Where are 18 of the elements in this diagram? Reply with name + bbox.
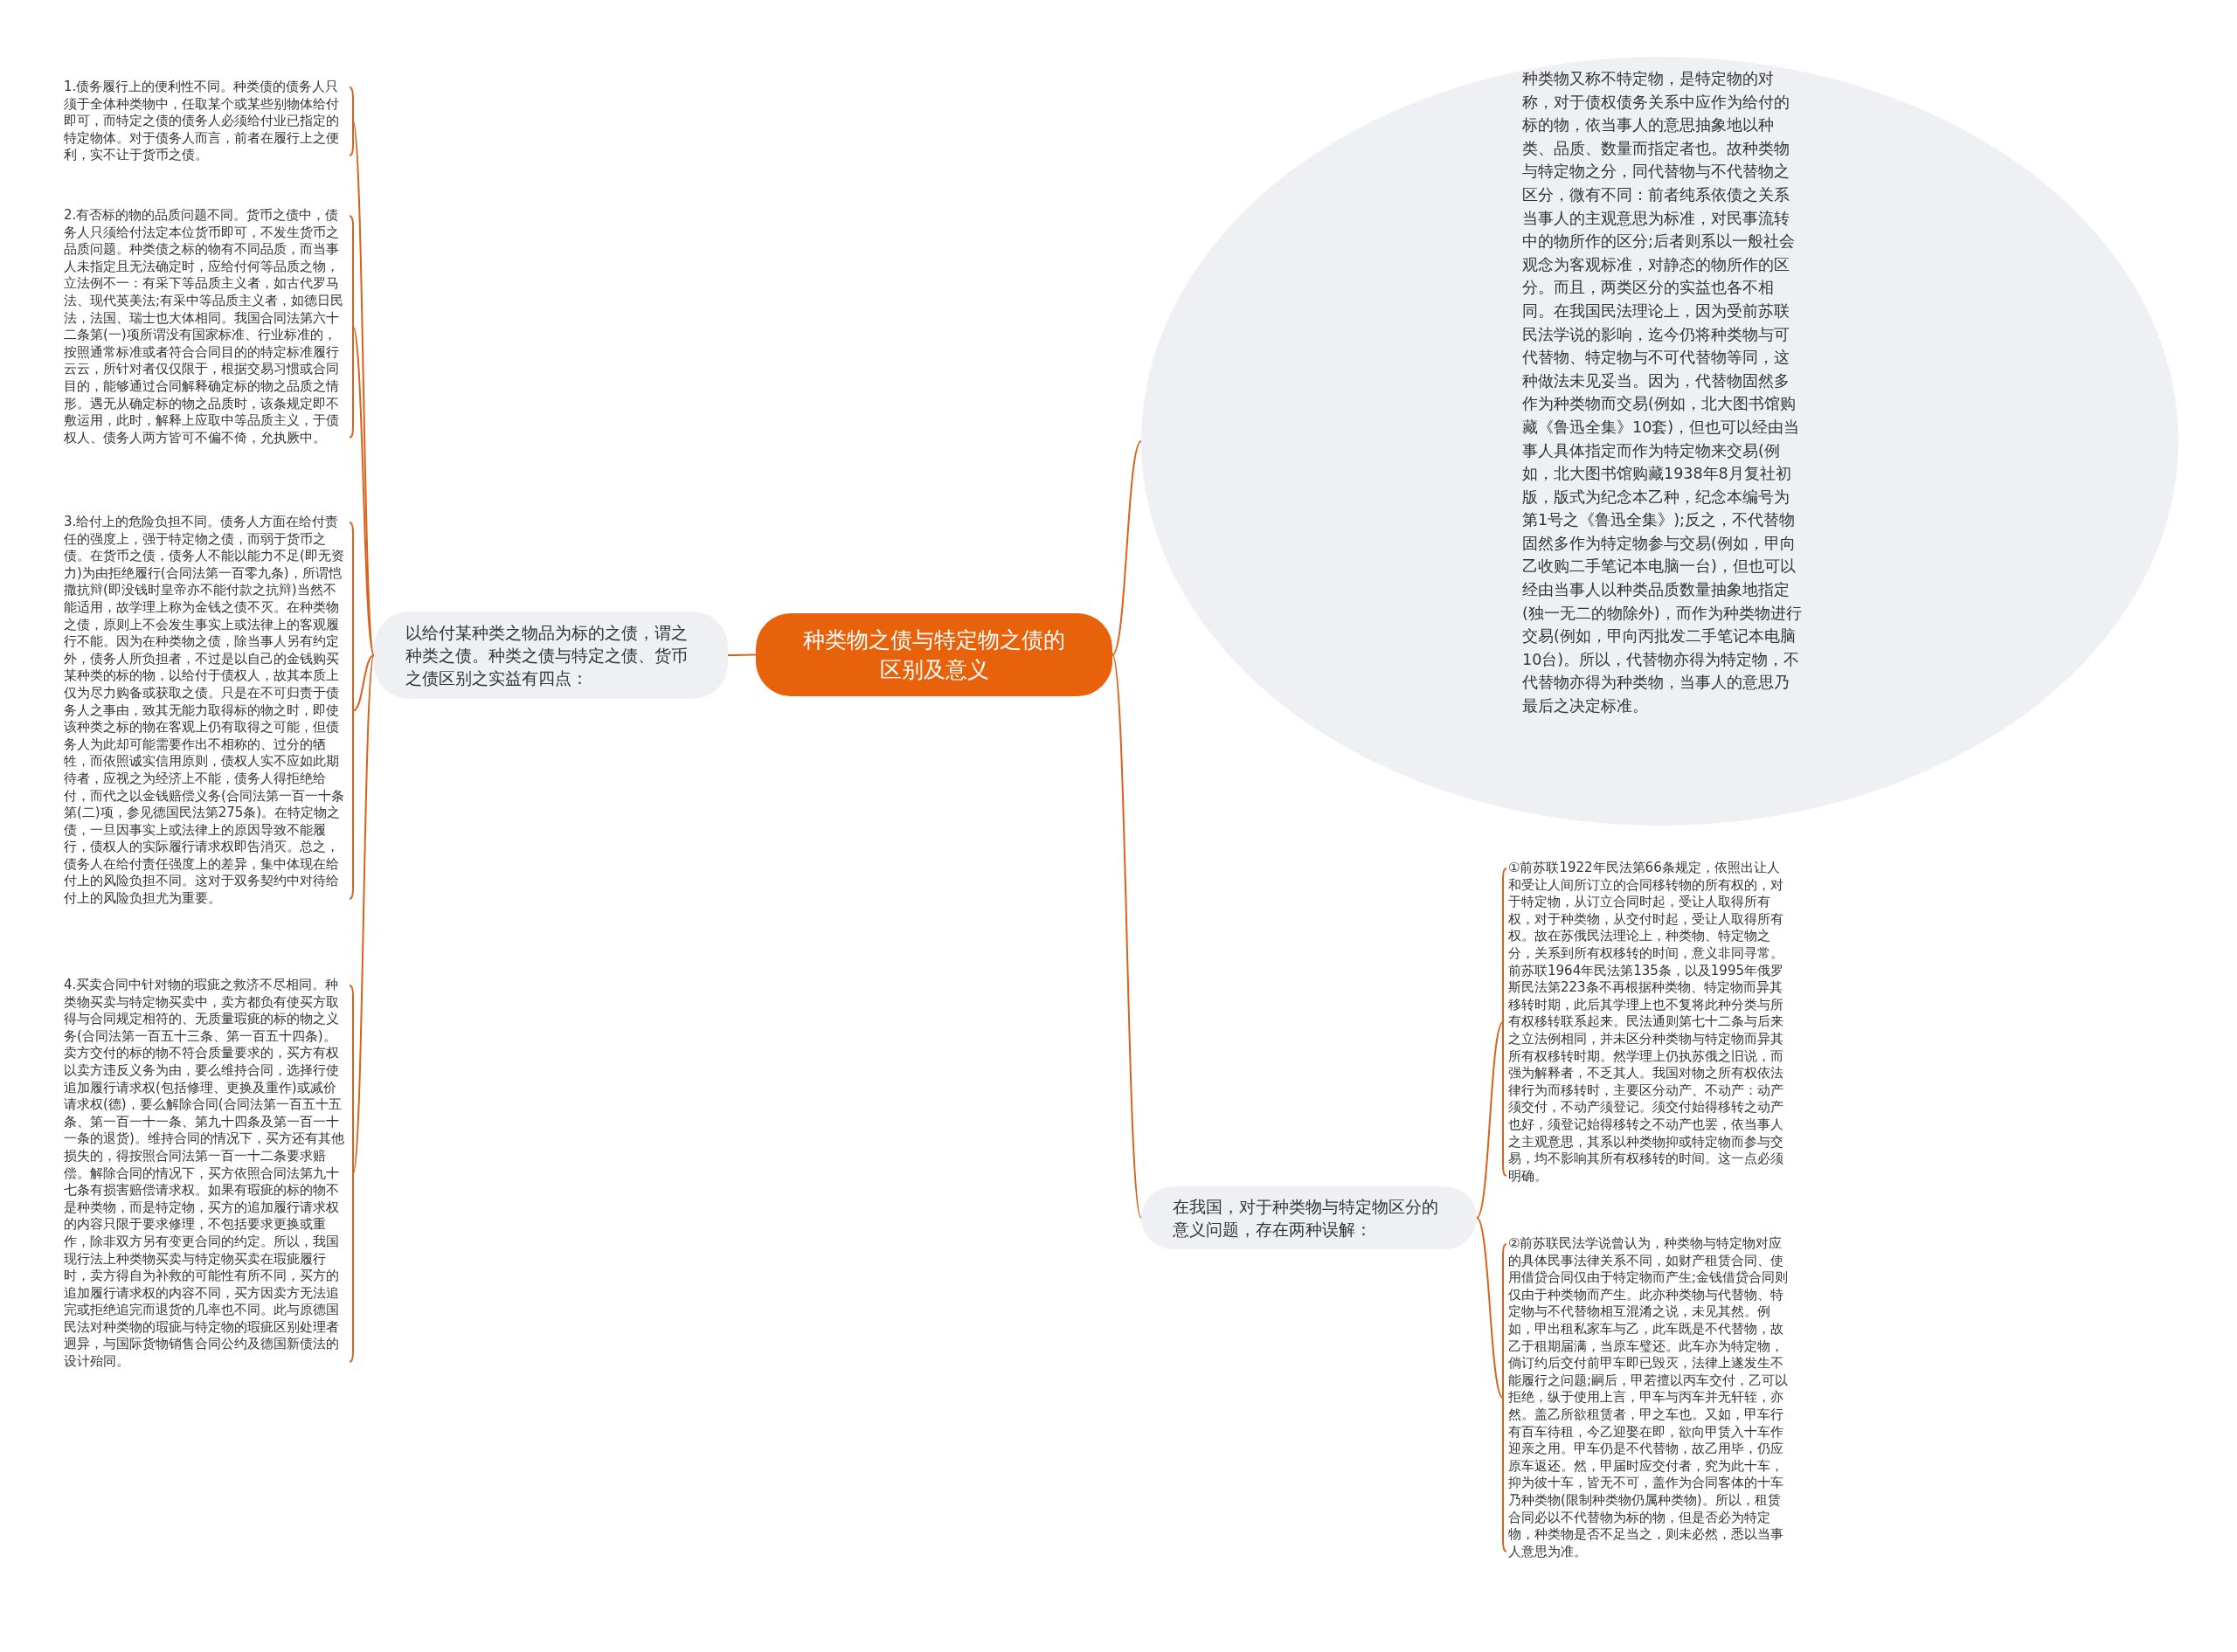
connector-line bbox=[727, 653, 757, 656]
connector-line bbox=[352, 654, 375, 1175]
leaf-text: 4.买卖合同中针对物的瑕疵之救济不尽相同。种类物买卖与特定物买卖中，卖方都负有使买方取得与合同规定相符的、无质量瑕疵的标的物之义务(合同法第一百五十三条、第一百五十四条)。卖方交付的标的物不符合质量要求的，买方有权以卖方违反义务为由，要么维持合同，选择行使追加履行请求权(包括修理、更换及重作)或减价请求权(德)，要么解除合同(合同法第一百五十五条、第一百一十一条、第九十四条及第一百一十一条的退货)。维持合同的情况下，买方还有其他损失的，得按照合同法第一百一十二条要求赔偿。解除合同的情况下，买方依照合同法第九十七条有损害赔偿请求权。如果有瑕疵的标的物不是种类物，而是特定物，买方的追加履行请求权的内容只限于要求修理，不包括要求更换或重作，除非双方另有变更合同的约定。所以，我国现行法上种类物买卖与特定物买卖在瑕疵履行时，卖方得自为补救的可能性有所不同，买方的追加履行请求权的内容不同，买方因卖方无法追完或拒绝追完而退货的几率也不同。此与原德国民法对种类物的瑕疵与特定物的瑕疵区别处理者迥异，与国际货物销售合同公约及德国新债法的设计殆同。 bbox=[64, 977, 348, 1371]
connector-line bbox=[352, 326, 375, 656]
leaf-text: 3.给付上的危险负担不同。债务人方面在给付责任的强度上，强于特定物之债，而弱于货币之债。在货币之债，债务人不能以能力不足(即无资力)为由拒绝履行(合同法第一百零九条)，所谓恺撒抗辩(即没钱时皇帝亦不能付款之抗辩)当然不能适用，故学理上称为金钱之债不灭。在种类物之债，原则上不会发生事实上或法律上的客观履行不能。因为在种类物之债，除当事人另有约定外，债务人所负担者，不过是以自己的金钱购买某种类的标的物，以给付于债权人，故其本质上仅为尽力购备或获取之债。只是在不可归责于债务人之事由，致其无能力取得标的物之时，即使该种类之标的物在客观上仍有取得之可能，但债务人为此却可能需要作出不相称的、过分的牺牲，而依照诚实信用原则，债权人实不应如此期待者，应视之为经济上不能，债务人得拒绝给付，而代之以金钱赔偿义务(合同法第一百一十条第(二)项，参见德国民法第275条)。在特定物之债，一旦因事实上或法律上的原因导致不能履行，债权人的实际履行请求权即告消灭。总之，债务人在给付责任强度上的差异，集中体现在给付上的风险负担不同。这对于双务契约中对待给付上的风险负担尤为重要。 bbox=[64, 514, 348, 908]
leaf-text: 1.债务履行上的便利性不同。种类债的债务人只须于全体种类物中，任取某个或某些别物体给付即可，而特定之债的债务人必须给付业已指定的特定物体。对于债务人而言，前者在履行上之便利，实不让于货币之债。 bbox=[64, 79, 348, 164]
description-text: 种类物又称不特定物，是特定物的对称，对于债权债务关系中应作为给付的标的物，依当事人的意思抽象地以种类、品质、数量而指定者也。故种类物与特定物之分，同代替物与不代替物之区分，微有不同：前者纯系依债之关系当事人的主观意思为标准，对民事流转中的物所作的区分;后者则系以一般社会观念为客观标准，对静态的物所作的区分。而且，两类区分的实益也各不相同。在我国民法理论上，因为受前苏联民法学说的影响，迄今仍将种类物与可代替物、特定物与不可代替物等同，这种做法未见妥当。因为，代替物固然多作为种类物而交易(例如，北大图书馆购藏《鲁迅全集》10套)，但也可以经由当事人具体指定而作为特定物来交易(例如，北大图书馆购藏1938年8月复社初版，版式为纪念本乙种，纪念本编号为第1号之《鲁迅全集》);反之，不代替物固然多作为特定物参与交易(例如，甲向乙收购二手笔记本电脑一台)，但也可以经由当事人以种类品质数量抽象地指定(独一无二的物除外)，而作为种类物进行交易(例如，甲向丙批发二手笔记本电脑10台)。所以，代替物亦得为特定物，不代替物亦得为种类物，当事人的意思乃最后之决定标准。 bbox=[1522, 69, 1803, 717]
connector-line bbox=[352, 654, 375, 712]
branch-topic: 以给付某种类之物品为标的之债，谓之种类之债。种类之债与特定之债、货币之债区别之实益有四点： bbox=[374, 612, 728, 699]
leaf-text: ②前苏联民法学说曾认为，种类物与特定物对应的具体民事法律关系不同，如财产租赁合同、使用借贷合同仅由于特定物而产生;金钱借贷合同则仅由于种类物而产生。此亦种类物与代替物、特定物与不代替物相互混淆之说，未见其然。例如，甲出租私家车与乙，此车既是不代替物，故乙于租期届满，当原车璧还。此车亦为特定物，倘订约后交付前甲车即已毁灭，法律上遂发生不能履行之问题;嗣后，甲若擅以丙车交付，乙可以拒绝，纵于使用上言，甲车与丙车并无轩轾，亦然。盖乙所欲租赁者，甲之车也。又如，甲车行有百车待租，今乙迎娶在即，欲向甲赁入十车作迎亲之用。甲车仍是不代替物，故乙用毕，仍应原车返还。然，甲届时应交付者，究为此十车，抑为彼十车，皆无不可，盖作为合同客体的十车乃种类物(限制种类物仍属种类物)。所以，租赁合同必以不代替物为标的物，但是否必为特定物，种类物是否不足当之，则未必然，悉以当事人意思为准。 bbox=[1508, 1235, 1792, 1561]
connector-line bbox=[1476, 1217, 1504, 1399]
leaf-text: ①前苏联1922年民法第66条规定，依照出让人和受让人间所订立的合同移转物的所有权的，对于特定物，从订立合同时起，受让人取得所有权，对于种类物，从交付时起，受让人取得所有权。故在苏俄民法理论上，种类物、特定物之分，关系到所有权移转的时间，意义非同寻常。前苏联1964年民法第135条，以及1995年俄罗斯民法第223条不再根据种类物、特定物而异其移转时期，此后其学理上也不复将此种分类与所有权移转联系起来。民法通则第七十二条与后来之立法例相同，并未区分种类物与特定物而异其所有权移转时期。然学理上仍执苏俄之旧说，而强为解释者，不乏其人。我国对物之所有权依法律行为而移转时，主要区分动产、不动产：动产须交付，不动产须登记。须交付始得移转之动产也好，须登记始得移转之不动产也罢，依当事人之主观意思，其系以种类物抑或特定物而参与交易，均不影响其所有权移转的时间。这一点必须明确。 bbox=[1508, 860, 1792, 1185]
leaf-text: 2.有否标的物的品质问题不同。货币之债中，债务人只须给付法定本位货币即可，不发生货币之品质问题。种类债之标的物有不同品质，而当事人未指定且无法确定时，应给付何等品质之物，立法例不一：有采下等品质主义者，如古代罗马法、现代英美法;有采中等品质主义者，如德日民法，法国、瑞士也大体相同。我国合同法第六十二条第(一)项所谓没有国家标准、行业标准的，按照通常标准或者符合合同目的的特定标准履行云云，所针对者仅仅限于，根据交易习惯或合同目的，能够通过合同解释确定标的物之品质之情形。遇无从确定标的物之品质时，该条规定即不敷运用，此时，解释上应取中等品质主义，于债权人、债务人两方皆可不偏不倚，允执厥中。 bbox=[64, 207, 348, 447]
central-topic: 种类物之债与特定物之债的区别及意义 bbox=[756, 613, 1112, 696]
connector-line bbox=[1476, 1021, 1504, 1219]
connector-line bbox=[1112, 653, 1142, 1219]
connector-line bbox=[1112, 440, 1142, 656]
branch-topic: 在我国，对于种类物与特定物区分的意义问题，存在两种误解： bbox=[1141, 1186, 1477, 1249]
